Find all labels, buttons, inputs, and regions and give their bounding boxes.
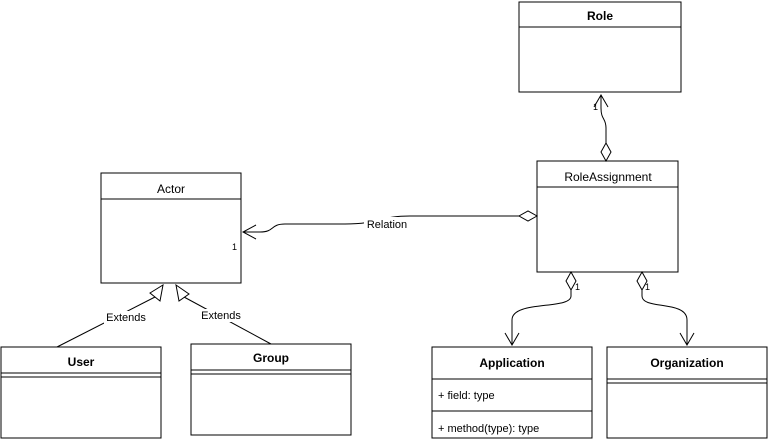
multiplicity-organization: 1 [645,282,650,292]
class-role[interactable]: Role [518,1,682,93]
class-organization[interactable]: Organization [606,346,768,439]
edge-user-extends-label: Extends [106,312,146,324]
class-actor-name: Actor [157,182,185,196]
edge-user-extends[interactable]: Extends [56,283,164,348]
multiplicity-application: 1 [575,282,580,292]
class-role-name: Role [587,9,613,23]
edge-role-assignment-to-role[interactable]: 1 [593,94,612,163]
class-user[interactable]: User [0,346,162,439]
class-application-method: + method(type): type [438,423,539,435]
edge-organization-link[interactable]: 1 [636,270,695,346]
class-group-name: Group [253,351,289,365]
edge-relation[interactable]: Relation 1 [232,210,539,252]
edge-group-extends-label: Extends [201,310,241,322]
class-role-assignment[interactable]: RoleAssignment [536,160,679,273]
edge-relation-label: Relation [367,219,407,231]
class-application-name: Application [479,356,544,370]
multiplicity-actor: 1 [232,242,237,252]
class-role-assignment-name: RoleAssignment [564,170,652,184]
class-application[interactable]: Application + field: type + method(type)… [431,346,593,439]
class-application-field: + field: type [438,390,495,402]
class-organization-name: Organization [650,356,723,370]
class-group[interactable]: Group [190,343,352,436]
edge-application-link[interactable]: 1 [504,270,580,346]
class-user-name: User [68,355,95,369]
class-actor[interactable]: Actor [100,172,242,284]
edge-group-extends[interactable]: Extends [175,283,272,345]
multiplicity-role: 1 [593,102,598,112]
